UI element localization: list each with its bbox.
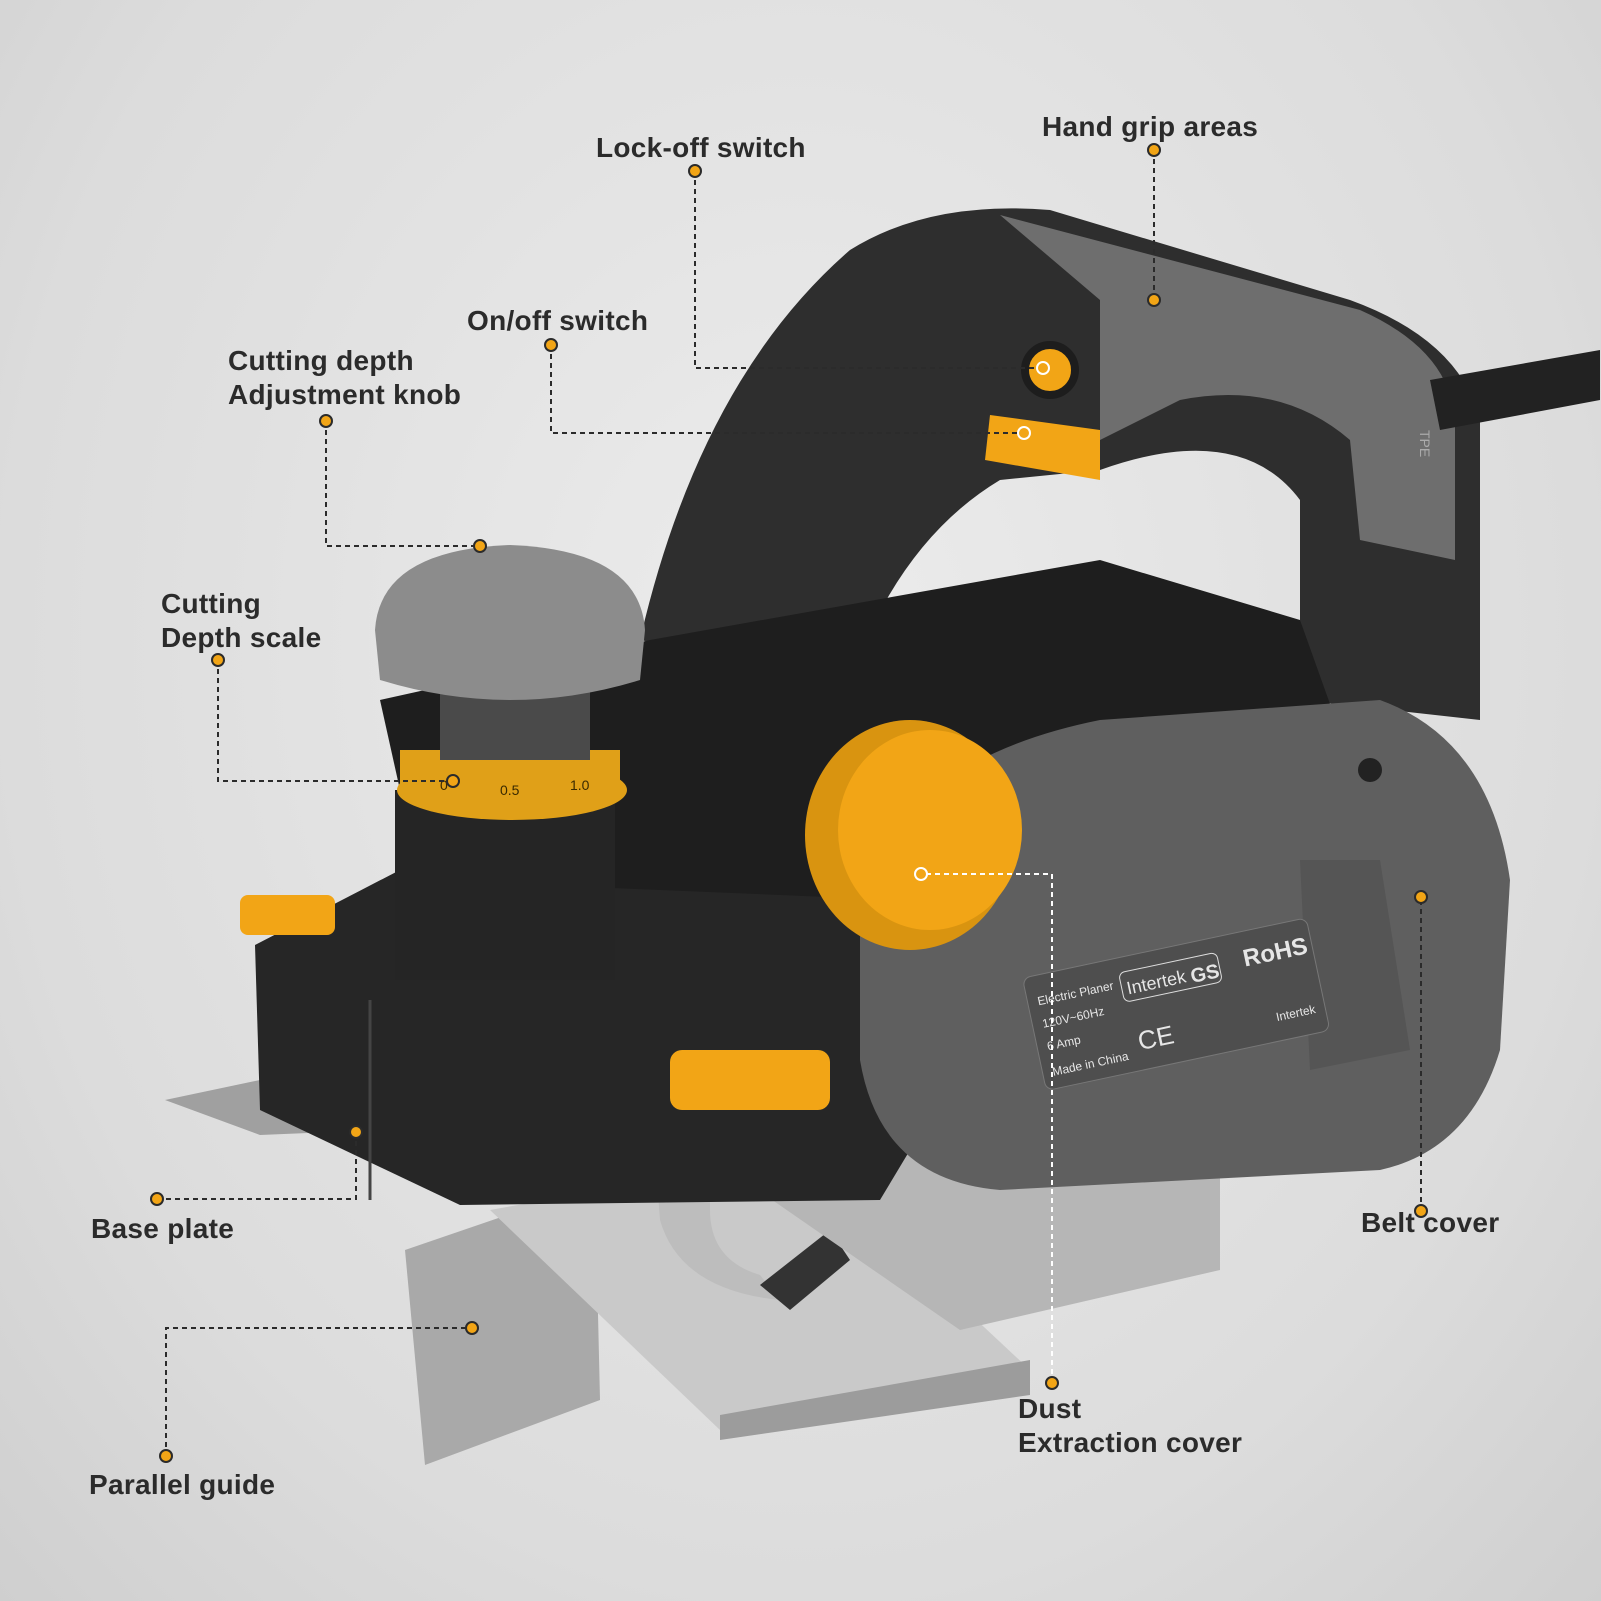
- label-parallel-guide: Parallel guide: [89, 1469, 276, 1500]
- scale-mark: 1.0: [570, 777, 590, 793]
- label-hand-grip: Hand grip areas: [1042, 111, 1259, 142]
- label-depth-scale-line2: Depth scale: [161, 622, 322, 653]
- lock-off-switch: [1021, 341, 1079, 399]
- rating-plate: Electric Planer 120V~60Hz 6 Amp Made in …: [1023, 918, 1330, 1090]
- on-off-switch: [985, 415, 1100, 480]
- leader-lines: [157, 150, 1422, 1456]
- label-base-plate: Base plate: [91, 1213, 235, 1244]
- label-dust-extraction: Dust Extraction cover: [1018, 1392, 1242, 1460]
- lock-lever: [240, 895, 335, 935]
- tpe-mark: TPE: [1417, 430, 1433, 457]
- callout-dots: [150, 143, 1428, 1463]
- label-lock-off-switch: Lock-off switch: [596, 132, 806, 163]
- depth-knob: 0 0.5 1.0: [375, 545, 645, 980]
- ce-mark: CE: [1135, 1019, 1177, 1056]
- label-depth-knob: Cutting depth Adjustment knob: [228, 344, 461, 412]
- guide-wing-nut: [670, 1050, 830, 1110]
- label-depth-scale-line1: Cutting: [161, 588, 262, 619]
- plate-current: 6 Amp: [1046, 1032, 1083, 1053]
- label-dust-line2: Extraction cover: [1018, 1427, 1243, 1458]
- label-on-off-switch: On/off switch: [467, 305, 649, 336]
- scale-mark: 0.5: [500, 782, 520, 798]
- label-depth-scale: Cutting Depth scale: [161, 587, 321, 655]
- scale-mark: 0: [440, 777, 448, 793]
- label-dust-line1: Dust: [1018, 1393, 1082, 1424]
- dust-extraction-cover: [805, 720, 1022, 950]
- label-depth-knob-line1: Cutting depth: [228, 345, 414, 376]
- label-belt-cover: Belt cover: [1361, 1207, 1500, 1238]
- label-depth-knob-line2: Adjustment knob: [228, 379, 462, 410]
